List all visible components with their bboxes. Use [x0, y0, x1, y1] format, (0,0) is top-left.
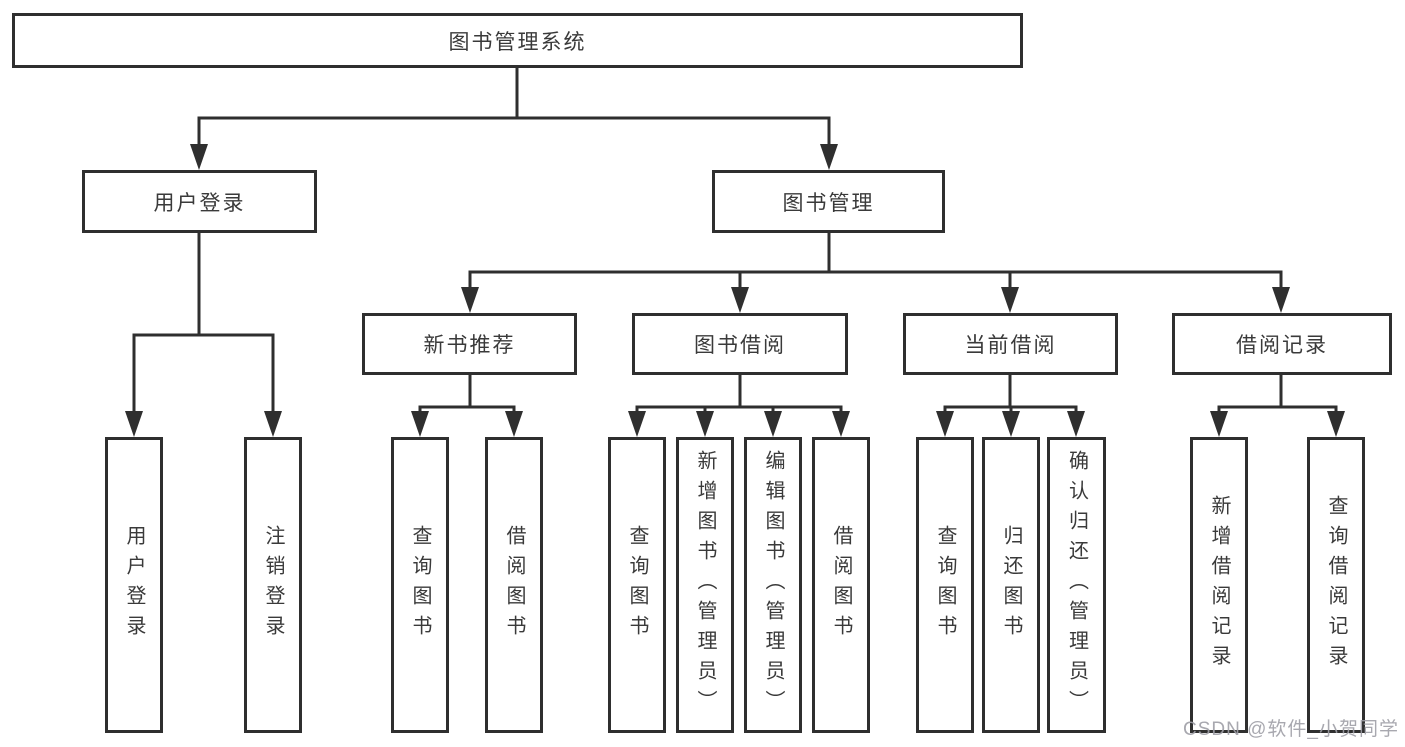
leaf-borrowing-borrow-books: 借阅图书 [812, 437, 870, 733]
leaf-newbooks-query-books: 查询图书 [391, 437, 449, 733]
leaf-records-add-borrow-record: 新增借阅记录 [1190, 437, 1248, 733]
arrow-down-icon [628, 411, 646, 437]
leaf-current-return-books: 归还图书 [982, 437, 1040, 733]
leaf-user-login: 用户登录 [105, 437, 163, 733]
node-book-borrowing: 图书借阅 [632, 313, 848, 375]
arrow-down-icon [125, 411, 143, 437]
arrow-down-icon [190, 144, 208, 170]
node-current-borrowing: 当前借阅 [903, 313, 1118, 375]
arrow-down-icon [461, 287, 479, 313]
arrow-down-icon [696, 411, 714, 437]
arrow-down-icon [731, 287, 749, 313]
node-user-login: 用户登录 [82, 170, 317, 233]
leaf-borrowing-query-books: 查询图书 [608, 437, 666, 733]
node-book-management: 图书管理 [712, 170, 945, 233]
arrow-down-icon [1272, 287, 1290, 313]
leaf-borrowing-add-books-admin: 新增图书（管理员） [676, 437, 734, 733]
arrow-down-icon [764, 411, 782, 437]
node-borrow-records: 借阅记录 [1172, 313, 1392, 375]
csdn-watermark: CSDN @软件_小贺同学 [1183, 719, 1399, 740]
leaf-newbooks-borrow-books: 借阅图书 [485, 437, 543, 733]
node-new-book-recommend: 新书推荐 [362, 313, 577, 375]
arrow-down-icon [1067, 411, 1085, 437]
arrow-down-icon [936, 411, 954, 437]
arrow-down-icon [1210, 411, 1228, 437]
node-library-management-system: 图书管理系统 [12, 13, 1023, 68]
arrow-down-icon [1327, 411, 1345, 437]
arrow-down-icon [264, 411, 282, 437]
leaf-logout: 注销登录 [244, 437, 302, 733]
arrow-down-icon [505, 411, 523, 437]
arrow-down-icon [1002, 411, 1020, 437]
leaf-borrowing-edit-books-admin: 编辑图书（管理员） [744, 437, 802, 733]
leaf-current-confirm-return-admin: 确认归还（管理员） [1047, 437, 1106, 733]
arrow-down-icon [832, 411, 850, 437]
arrow-down-icon [820, 144, 838, 170]
arrow-down-icon [411, 411, 429, 437]
arrow-down-icon [1001, 287, 1019, 313]
leaf-current-query-books: 查询图书 [916, 437, 974, 733]
leaf-records-query-borrow-record: 查询借阅记录 [1307, 437, 1365, 733]
